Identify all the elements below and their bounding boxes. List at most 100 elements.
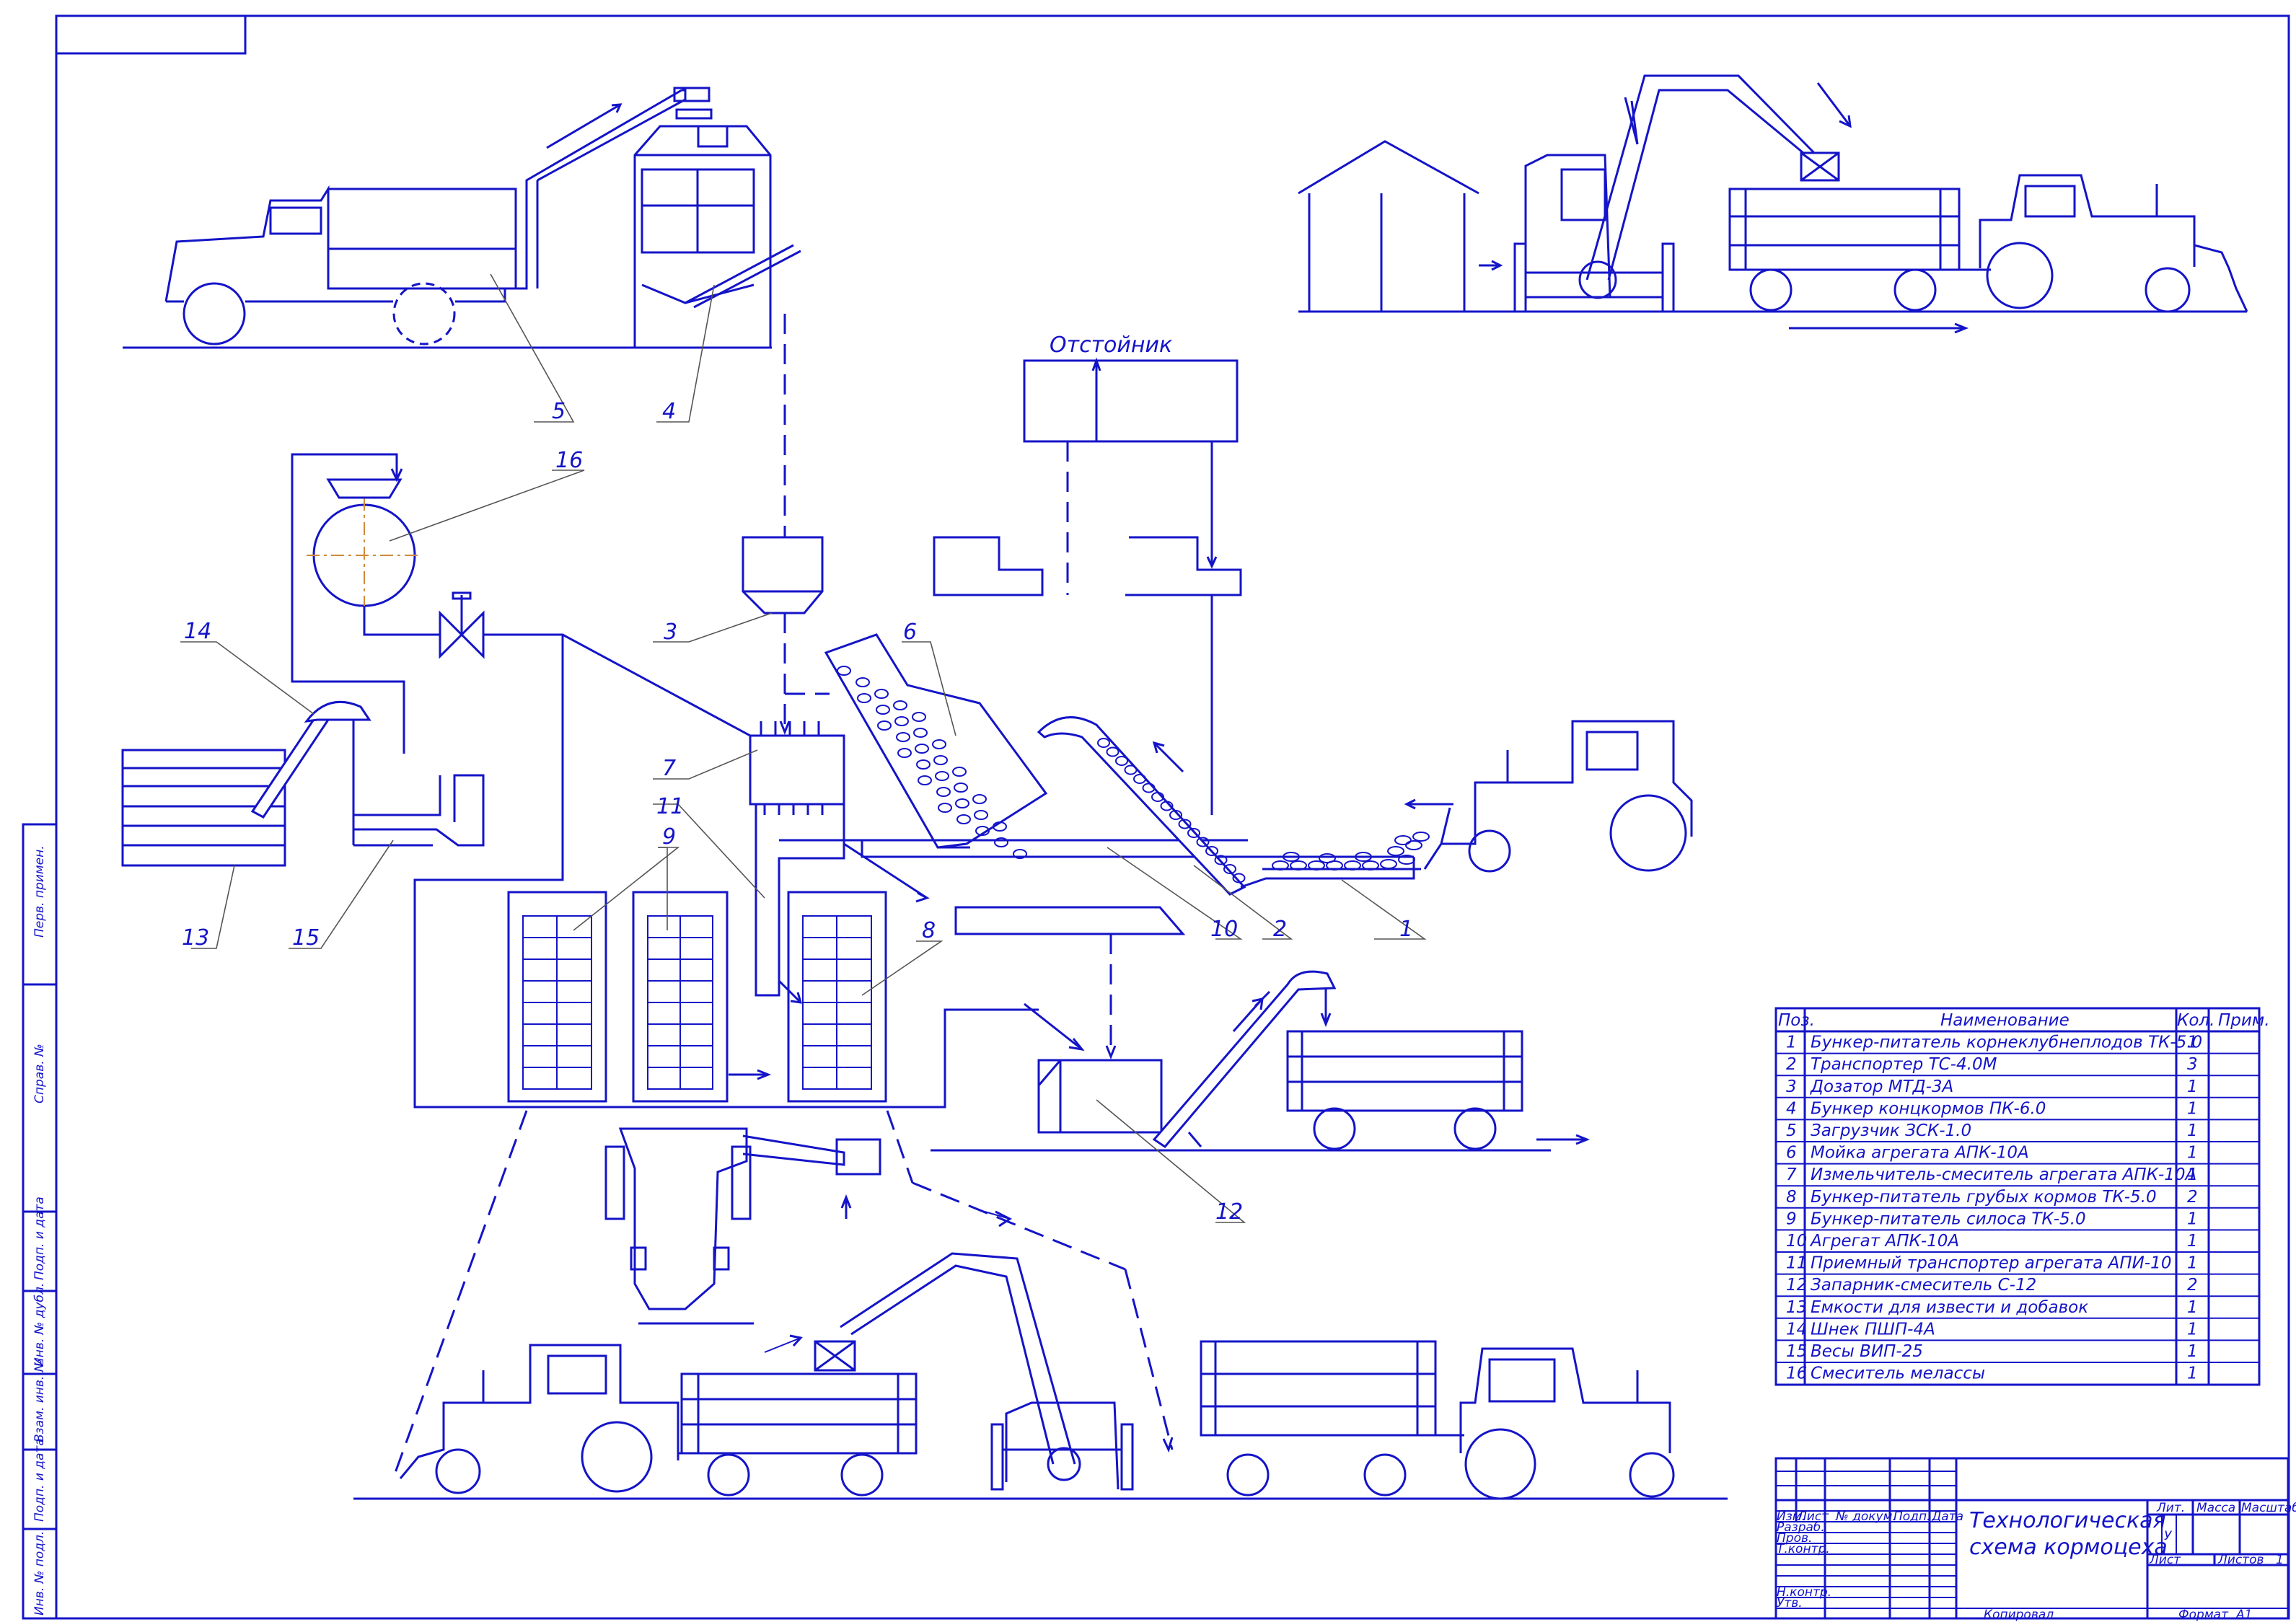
tb-copied-label: Копировал — [1984, 1608, 2054, 1622]
tractor-bottom-left — [399, 1344, 692, 1494]
pos-label-16: 16 — [555, 448, 583, 473]
washer-hole — [877, 720, 892, 731]
spec-row-qty: 1 — [2187, 1232, 2198, 1251]
washer-hole — [897, 748, 912, 758]
pos-label-7: 7 — [662, 756, 676, 781]
pos-label-6: 6 — [903, 620, 917, 645]
side-stamp-5: Взам. инв. № — [32, 1359, 47, 1442]
tb-lit-value: У — [2164, 1529, 2173, 1543]
pos-label-13: 13 — [182, 925, 209, 951]
washer-hole — [974, 810, 988, 820]
trailer-middle — [1286, 1030, 1591, 1150]
spec-row-pos: 12 — [1786, 1276, 1807, 1295]
side-stamp-3: Подп. и дата — [32, 1196, 47, 1280]
spec-row-pos: 5 — [1786, 1121, 1797, 1140]
conveyor-roller — [1151, 792, 1164, 802]
washer-hole — [874, 689, 889, 699]
conveyor-roller — [1124, 764, 1138, 775]
washer-hole — [935, 771, 949, 781]
root-crop — [1290, 860, 1307, 870]
conveyor-roller — [1115, 756, 1128, 766]
trailer-bottom-left — [680, 1372, 918, 1497]
settling-tank: Отстойник — [933, 332, 1242, 815]
spec-row-name: Дозатор МТД-3А — [1810, 1077, 1953, 1096]
tb-role-ncontrol: Н.контр. — [1777, 1585, 1831, 1600]
spec-row-name: Весы ВИП-25 — [1811, 1342, 1923, 1361]
tb-format-value: А1 — [2235, 1608, 2252, 1622]
washer-hole — [876, 705, 890, 715]
tractor-top-right — [1979, 174, 2248, 313]
spec-row-qty: 1 — [2187, 1165, 2198, 1184]
washer-hole — [837, 666, 851, 676]
trailer-bottom-right — [1200, 1340, 1464, 1497]
spec-row-pos: 13 — [1786, 1298, 1807, 1317]
conveyor-roller — [1232, 873, 1246, 883]
root-crop — [1319, 853, 1336, 863]
tb-format-label: Формат — [2178, 1608, 2229, 1622]
washer-hole — [912, 712, 926, 722]
tb-role-approve: Утв. — [1777, 1596, 1803, 1610]
washer-hole — [994, 837, 1008, 847]
side-stamp-6: Подп. и дата — [32, 1438, 47, 1522]
tb-sheets-label: Листов — [2217, 1553, 2264, 1567]
washer-hole — [1013, 849, 1027, 859]
spec-header-note: Прим. — [2218, 1011, 2270, 1030]
roughage-bunker-8 — [778, 891, 887, 1103]
tb-mass-label: Масса — [2196, 1501, 2235, 1515]
spec-header-qty: Кол. — [2177, 1011, 2214, 1030]
spec-row-name: Бункер-питатель силоса ТК-5.0 — [1811, 1209, 2086, 1228]
pos-label-11: 11 — [656, 794, 684, 819]
spec-row-qty: 1 — [2187, 1365, 2198, 1383]
conveyor-roller — [1214, 855, 1228, 865]
pos-label-9: 9 — [662, 824, 676, 850]
spec-row-qty: 1 — [2187, 1320, 2198, 1339]
bottom-transport — [353, 1110, 1728, 1500]
conveyor-roller — [1160, 801, 1174, 811]
spec-row-pos: 10 — [1786, 1232, 1807, 1251]
concentrate-loader-truck — [123, 87, 772, 349]
spec-row-name: Бункер-питатель корнеклубнеплодов ТК-5.0 — [1811, 1033, 2202, 1052]
spec-row-name: Запарник-смеситель С-12 — [1811, 1276, 2036, 1295]
pos-label-14: 14 — [184, 619, 211, 644]
aggregate-10 — [954, 906, 1186, 1060]
conveyor-roller — [1205, 846, 1218, 856]
root-crop — [1394, 835, 1412, 845]
tb-sheet-label: Лист — [2149, 1553, 2181, 1567]
conveyor-roller — [1133, 774, 1146, 784]
position-labels: 1 2 3 4 5 6 7 8 9 10 11 12 13 14 15 16 — [182, 399, 1413, 1225]
root-crop — [1283, 852, 1300, 862]
spec-row-pos: 15 — [1786, 1342, 1807, 1361]
root-crop — [1355, 852, 1372, 862]
root-crop — [1412, 832, 1430, 842]
root-crop — [1326, 860, 1343, 870]
washer-hole — [857, 693, 871, 703]
washer-hole — [936, 787, 951, 797]
spec-row-qty: 1 — [2187, 1033, 2198, 1052]
conveyor-roller — [1169, 810, 1182, 820]
tb-col-doc: № докум. — [1835, 1509, 1896, 1524]
spec-header-pos: Поз. — [1778, 1011, 1815, 1030]
spec-row-pos: 16 — [1786, 1365, 1807, 1383]
root-crop — [1405, 840, 1422, 850]
washer-hole — [894, 716, 909, 726]
spec-row-name: Агрегат АПК-10А — [1809, 1232, 1959, 1251]
spec-row-pos: 4 — [1786, 1099, 1797, 1118]
washer-hole — [954, 783, 968, 793]
washer-hole — [993, 821, 1007, 832]
root-crops-pile — [1272, 832, 1430, 870]
silage-bunker-9a — [507, 891, 607, 1103]
spec-row-name: Измельчитель-смеситель агрегата АПК-10А — [1811, 1165, 2196, 1184]
screw-conveyor-14 — [250, 678, 405, 819]
washer-hole — [938, 803, 952, 813]
spec-row-qty: 3 — [2187, 1055, 2198, 1074]
washer-hole — [972, 794, 987, 804]
root-crop — [1362, 860, 1379, 870]
side-stamp: Перв. примен. Справ. № Подп. и дата Инв.… — [22, 823, 58, 1620]
pos-label-5: 5 — [552, 399, 566, 424]
tb-role-develop: Разраб. — [1777, 1520, 1825, 1535]
washer-hole — [915, 744, 929, 754]
conveyor-roller — [1223, 864, 1236, 874]
spec-row-qty: 2 — [2187, 1276, 2198, 1295]
pos-label-4: 4 — [662, 399, 676, 424]
